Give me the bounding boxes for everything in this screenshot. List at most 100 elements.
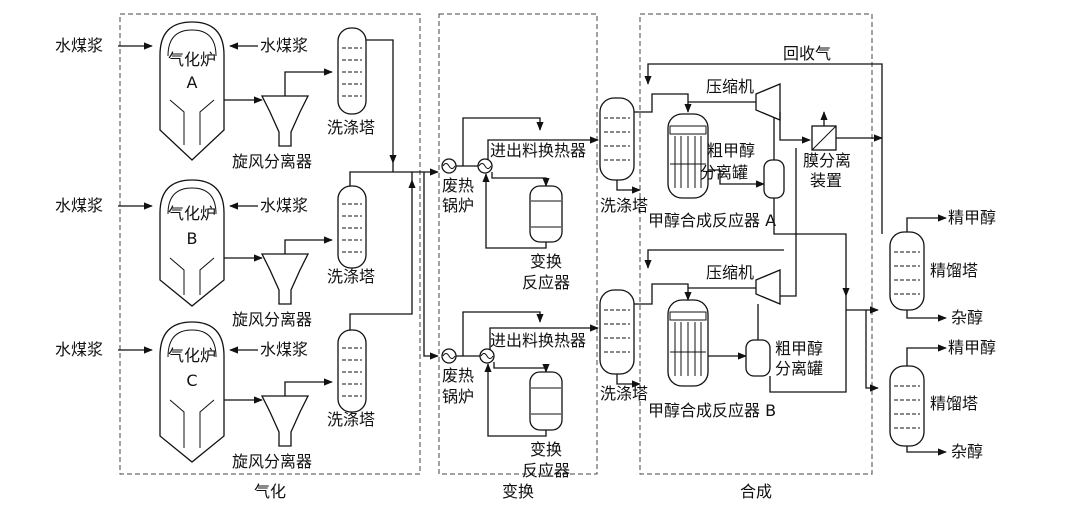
fusel-label-upper: 杂醇 (951, 308, 983, 327)
boiler-label-lower-2: 锅炉 (442, 387, 474, 406)
scrubber-to-reactor-upper (616, 180, 641, 194)
slurry-label-c-left: 水煤浆 (55, 340, 103, 359)
cyclone-b (260, 253, 310, 305)
separator-b-label-2: 分离罐 (775, 359, 823, 378)
boiler-label-lower-1: 废热 (442, 366, 474, 385)
slurry-label-b-right: 水煤浆 (260, 196, 308, 215)
refined-methanol-label-lower: 精甲醇 (948, 338, 996, 357)
shift-reactor-lower (529, 371, 563, 431)
column-upper-top (906, 214, 947, 232)
scrubber-b (337, 185, 367, 269)
compressor-b-label: 压缩机 (706, 263, 754, 282)
gasifier-a-tag: A (187, 73, 198, 92)
slurry-label-b-left: 水煤浆 (55, 196, 103, 215)
cyclone-b-to-scrubber (284, 236, 333, 254)
gasifier-b-label: 气化炉 (168, 204, 216, 223)
gasifier-a (159, 21, 225, 161)
crude-to-column-lower (865, 310, 879, 392)
exchanger-to-reactor-upper (491, 172, 550, 187)
membrane-label-2: 装置 (810, 171, 842, 190)
scrubber-synthesis-lower (599, 289, 635, 375)
separator-b-liquid (769, 310, 847, 393)
shift-return-upper (482, 173, 547, 249)
compressor-a-label: 压缩机 (706, 77, 754, 96)
compressor-a (755, 83, 781, 121)
gasifier-b (159, 179, 225, 307)
crude-methanol-separator-b (745, 339, 771, 377)
slurry-label-a-left: 水煤浆 (55, 36, 103, 55)
separator-a-liquid (773, 198, 850, 297)
exchanger-to-reactor-lower (493, 362, 550, 373)
gasifier-a-label: 气化炉 (168, 50, 216, 69)
shift-section-box (438, 13, 598, 475)
cyclone-label-a: 旋风分离器 (232, 152, 312, 171)
exchanger-to-shift-lower (462, 311, 544, 356)
synthesis-section-box (639, 13, 873, 475)
slurry-label-c-right: 水煤浆 (260, 340, 308, 359)
scrubber-synthesis-upper (599, 97, 635, 181)
scrubber-synthesis-label-lower: 洗涤塔 (600, 384, 648, 403)
exchanger-label-upper: 进出料换热器 (490, 141, 586, 160)
cyclone-c (260, 395, 310, 447)
shift-return-lower (484, 363, 547, 437)
scrubber-overhead-lower (634, 283, 692, 305)
reactor-label-a: 甲醇合成反应器 A (648, 211, 776, 230)
section-label-shift: 变换 (502, 482, 534, 501)
methanol-reactor-b (667, 299, 709, 387)
header-to-lower-shift (423, 172, 439, 360)
scrubber-to-reactor-lower (616, 374, 641, 388)
shift-label-lower-1: 变换 (530, 440, 562, 459)
column-label-upper: 精馏塔 (930, 261, 978, 280)
gasification-section-box (119, 13, 421, 475)
gasifier-b-tag: B (187, 229, 198, 248)
shift-label-upper-1: 变换 (530, 252, 562, 271)
recycle-to-lower (644, 249, 784, 269)
boiler-label-upper-2: 锅炉 (442, 196, 474, 215)
compressor-b (755, 269, 781, 305)
scrubber-a-outlet (366, 39, 397, 164)
column-upper-bottom (906, 310, 947, 322)
column-label-lower: 精馏塔 (930, 394, 978, 413)
gasifier-c (159, 321, 225, 463)
shift-label-lower-2: 反应器 (522, 461, 570, 480)
scrubber-label-a: 洗涤塔 (327, 118, 375, 137)
boiler-label-upper-1: 废热 (442, 176, 474, 195)
scrubber-c-outlet (349, 179, 416, 330)
slurry-label-a-right: 水煤浆 (260, 36, 308, 55)
column-lower-bottom (906, 446, 947, 456)
membrane-label-1: 膜分离 (803, 151, 851, 170)
section-label-gasification: 气化 (254, 482, 286, 501)
reactor-a-to-separator (708, 169, 765, 188)
scrubber-overhead-upper (634, 93, 692, 113)
methanol-reactor-a (667, 113, 709, 199)
recycle-gas-label: 回收气 (783, 44, 831, 63)
exchanger-to-scrubber-upper (487, 136, 599, 160)
scrubber-label-b: 洗涤塔 (327, 267, 375, 286)
compressor-a-to-membrane (779, 112, 811, 144)
scrubber-a (337, 27, 367, 115)
scrubber-label-c: 洗涤塔 (327, 410, 375, 429)
exchanger-to-scrubber-lower (489, 324, 599, 350)
section-label-synthesis: 合成 (740, 482, 772, 501)
reactor-label-b: 甲醇合成反应器 B (648, 401, 776, 420)
distillation-column-upper (889, 231, 925, 311)
cyclone-c-to-scrubber (284, 378, 333, 396)
gasifier-c-tag: C (186, 371, 197, 390)
shift-label-upper-2: 反应器 (522, 273, 570, 292)
distillation-column-lower (889, 365, 925, 447)
recycle-gas-line (644, 63, 883, 234)
gasifier-c-label: 气化炉 (168, 346, 216, 365)
exchanger-label-lower: 进出料换热器 (490, 331, 586, 350)
cyclone-a-to-scrubber (284, 68, 333, 96)
scrubber-synthesis-label-upper: 洗涤塔 (600, 196, 648, 215)
cyclone-label-b: 旋风分离器 (232, 310, 312, 329)
shift-reactor-upper (529, 185, 563, 243)
separator-a-label-1: 粗甲醇 (707, 141, 755, 160)
scrubber-c (337, 329, 367, 413)
scrubber-b-outlet (349, 171, 413, 186)
cyclone-label-c: 旋风分离器 (232, 452, 312, 471)
refined-methanol-label-upper: 精甲醇 (948, 208, 996, 227)
compressor-b-to-header (780, 230, 797, 297)
exchanger-to-shift-upper (462, 117, 544, 166)
fusel-label-lower: 杂醇 (951, 442, 983, 461)
